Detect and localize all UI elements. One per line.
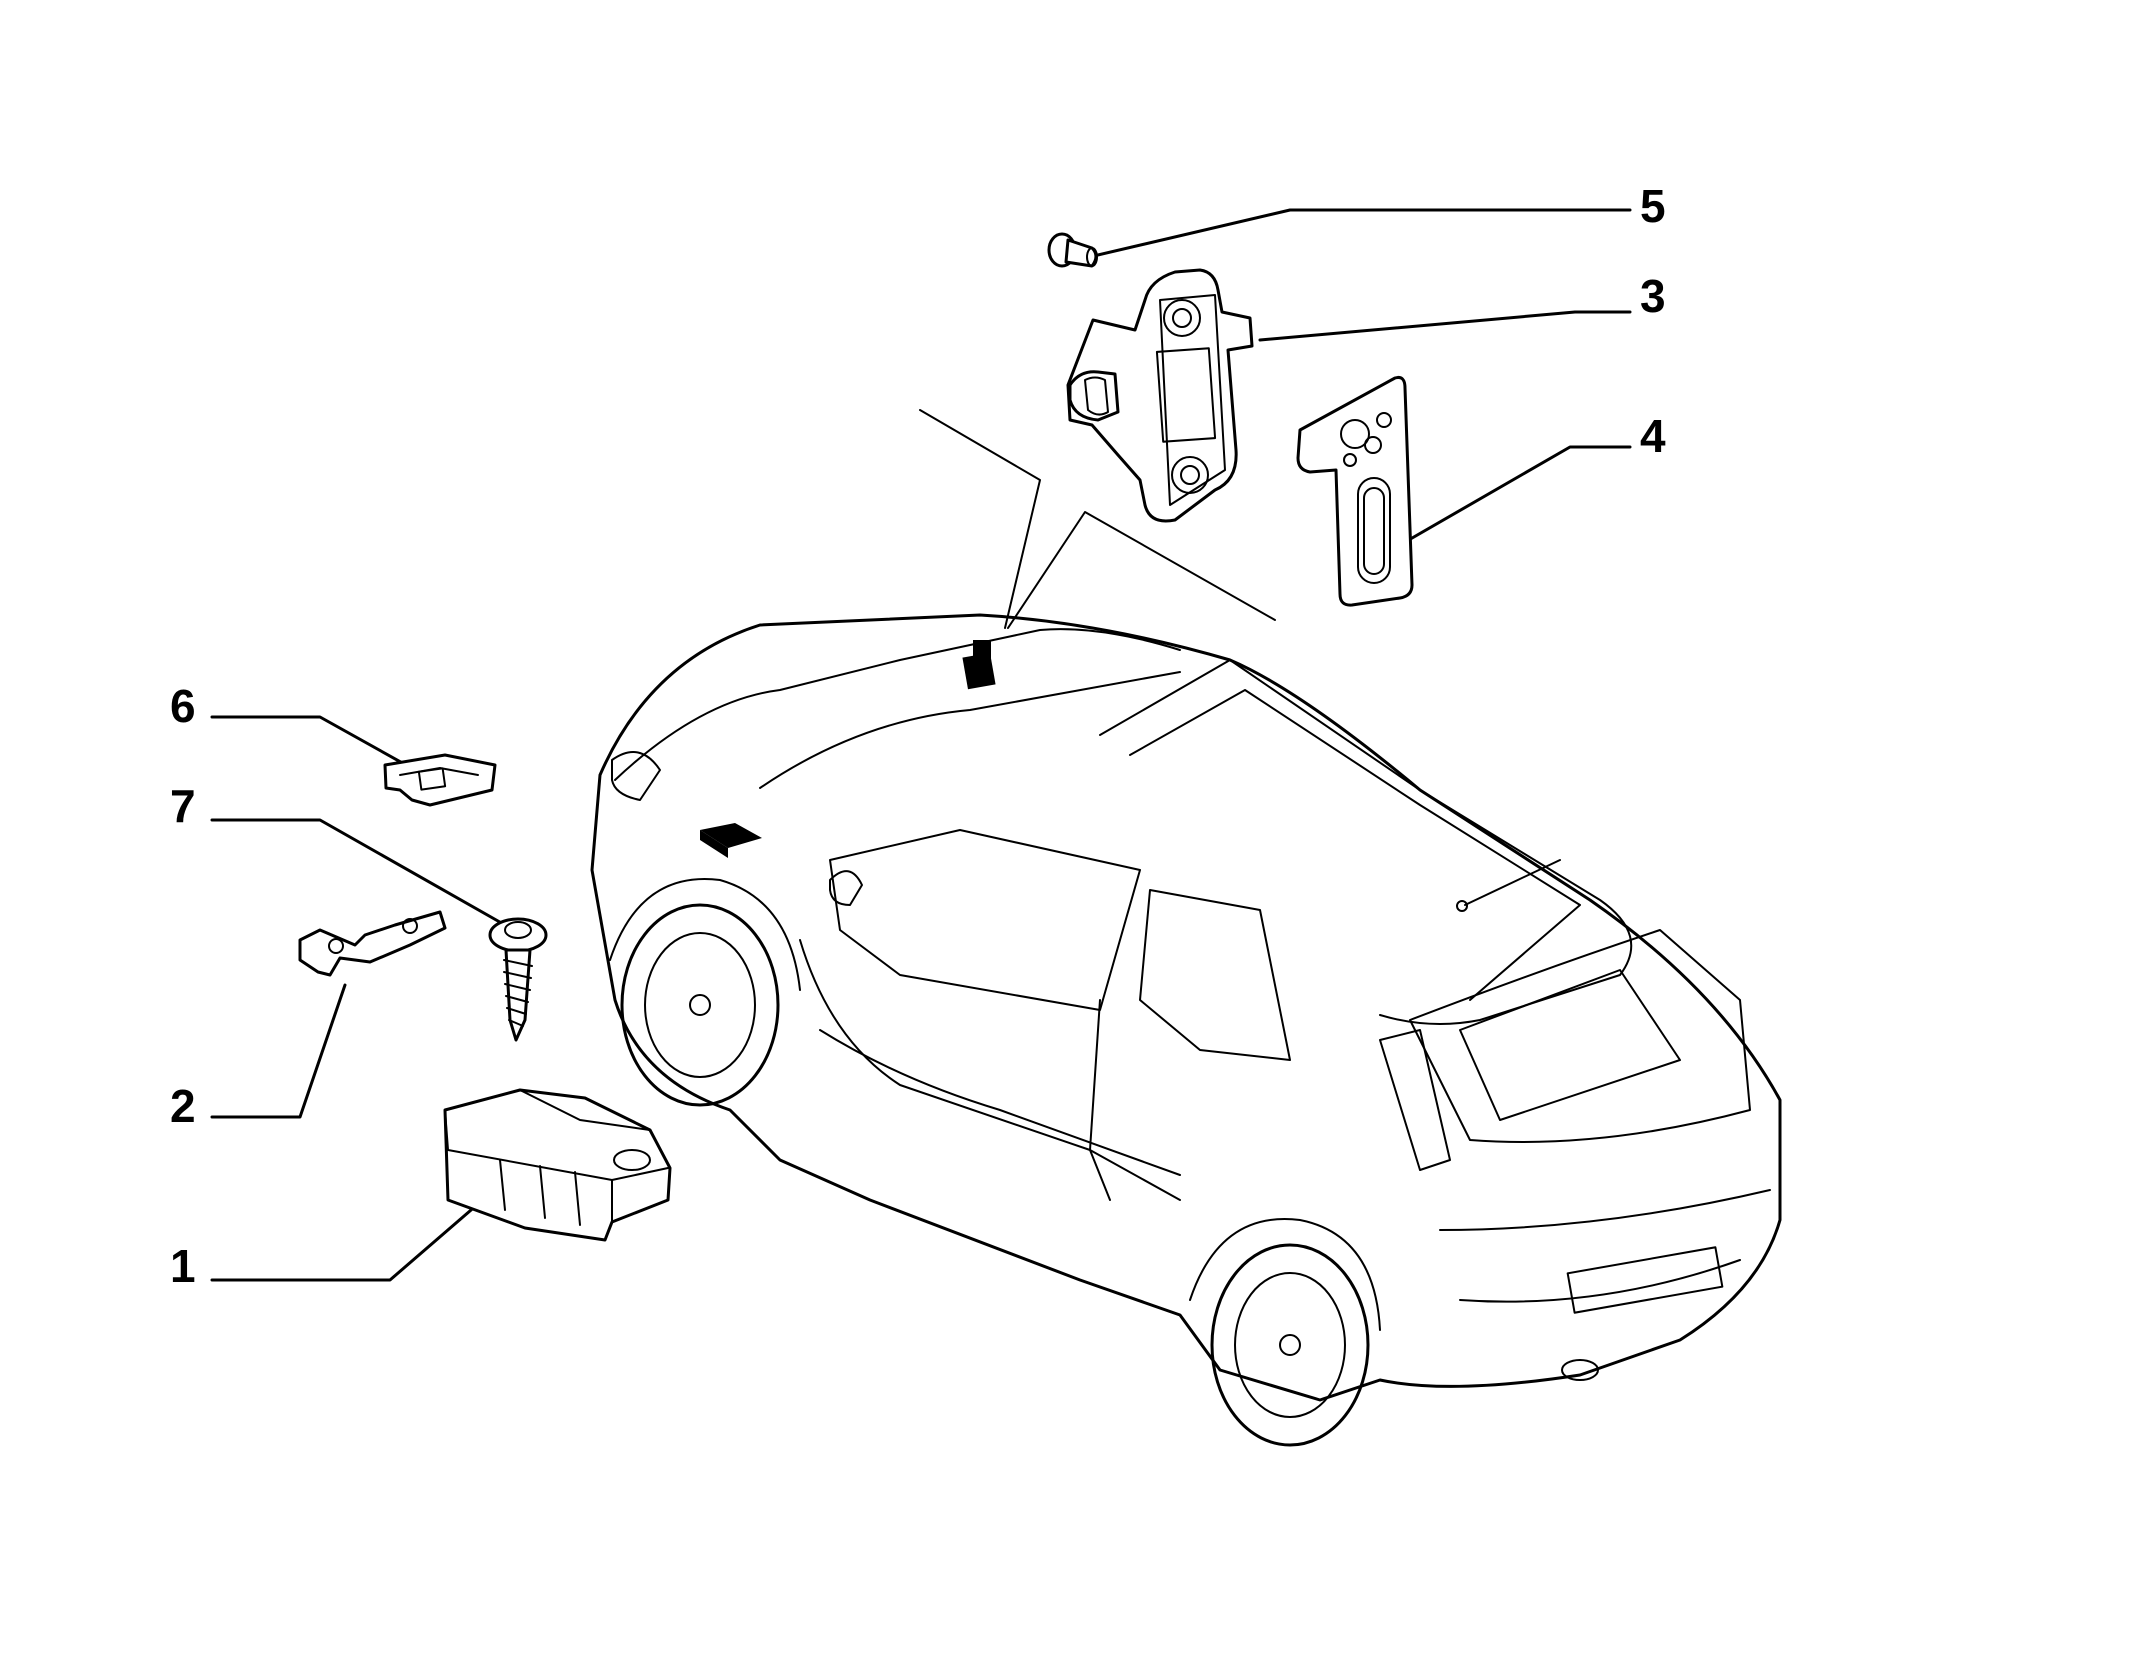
callout-2: 2 — [170, 1080, 196, 1132]
leader-4 — [1398, 445, 1632, 547]
location-pointer-b — [1007, 511, 1276, 629]
callout-4: 4 — [1640, 410, 1666, 462]
car-outline — [590, 613, 1782, 1447]
part-4-bracket — [1296, 376, 1414, 607]
leader-2 — [210, 983, 347, 1119]
location-pointer-a — [919, 409, 1041, 629]
part-5-bolt — [1047, 232, 1098, 268]
callout-1: 1 — [170, 1240, 196, 1292]
module-location-marker — [962, 640, 996, 690]
part-2-plate — [298, 910, 447, 977]
part-7-screw — [488, 917, 548, 1042]
leader-7 — [210, 818, 507, 927]
callout-7: 7 — [170, 780, 196, 832]
part-3-control-module — [1066, 268, 1254, 523]
module-location-marker-front — [700, 823, 762, 858]
leader-1 — [210, 1183, 502, 1282]
callout-5: 5 — [1640, 180, 1666, 232]
leader-3 — [1258, 310, 1632, 342]
callout-3: 3 — [1640, 270, 1666, 322]
part-1-module-box — [443, 1088, 672, 1242]
leader-lines — [210, 208, 1632, 1282]
part-6-clip — [383, 753, 497, 807]
leader-6 — [210, 715, 417, 772]
leader-5 — [1083, 208, 1632, 260]
callout-6: 6 — [170, 680, 196, 732]
